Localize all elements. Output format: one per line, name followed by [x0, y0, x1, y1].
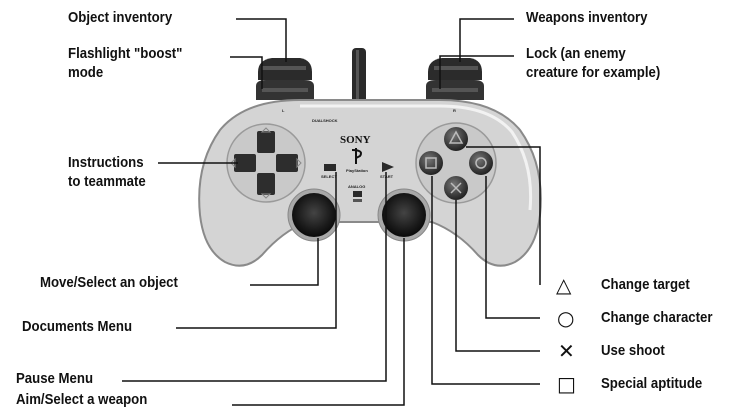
playstation-text: PlayStation — [346, 168, 368, 173]
left-analog-stick — [292, 193, 336, 237]
aim-select-label: Aim/Select a weapon — [16, 391, 148, 408]
pause-menu-label: Pause Menu — [16, 370, 94, 387]
analog-button — [353, 191, 362, 197]
flashlight-label-line2: mode — [68, 64, 104, 81]
move-select-label: Move/Select an object — [40, 274, 178, 291]
square-icon: □ — [557, 372, 576, 396]
select-button — [324, 164, 336, 171]
weapons-inventory-label: Weapons inventory — [526, 9, 648, 26]
cross-icon: ✕ — [558, 339, 575, 363]
lock-label-line1: Lock (an enemy — [526, 45, 626, 62]
face-buttons — [419, 127, 493, 200]
right-shoulder-buttons — [426, 58, 484, 100]
legend-label-cross: Use shoot — [601, 342, 665, 359]
left-shoulder-buttons — [256, 58, 314, 100]
triangle-icon: △ — [556, 273, 572, 297]
r-label: R — [453, 108, 456, 113]
small-brand-text: DUALSHOCK — [312, 118, 338, 123]
instructions-label-line1: Instructions — [68, 154, 144, 171]
start-label: START — [380, 174, 394, 179]
instructions-label-line2: to teammate — [68, 173, 146, 190]
flashlight-label-line1: Flashlight "boost" — [68, 45, 183, 62]
legend-label-triangle: Change target — [601, 276, 690, 293]
l-label: L — [282, 108, 285, 113]
lock-label-line2: creature for example) — [526, 64, 661, 81]
circle-icon: ○ — [557, 306, 575, 330]
legend-label-circle: Change character — [601, 309, 713, 326]
start-button — [382, 162, 394, 172]
analog-label: ANALOG — [348, 184, 365, 189]
documents-menu-label: Documents Menu — [22, 318, 133, 335]
legend-label-square: Special aptitude — [601, 375, 703, 392]
dpad — [234, 131, 298, 195]
select-label: SELECT — [321, 174, 337, 179]
right-analog-stick — [382, 193, 426, 237]
object-inventory-label: Object inventory — [68, 9, 173, 26]
brand-logo: SONY — [340, 134, 371, 146]
